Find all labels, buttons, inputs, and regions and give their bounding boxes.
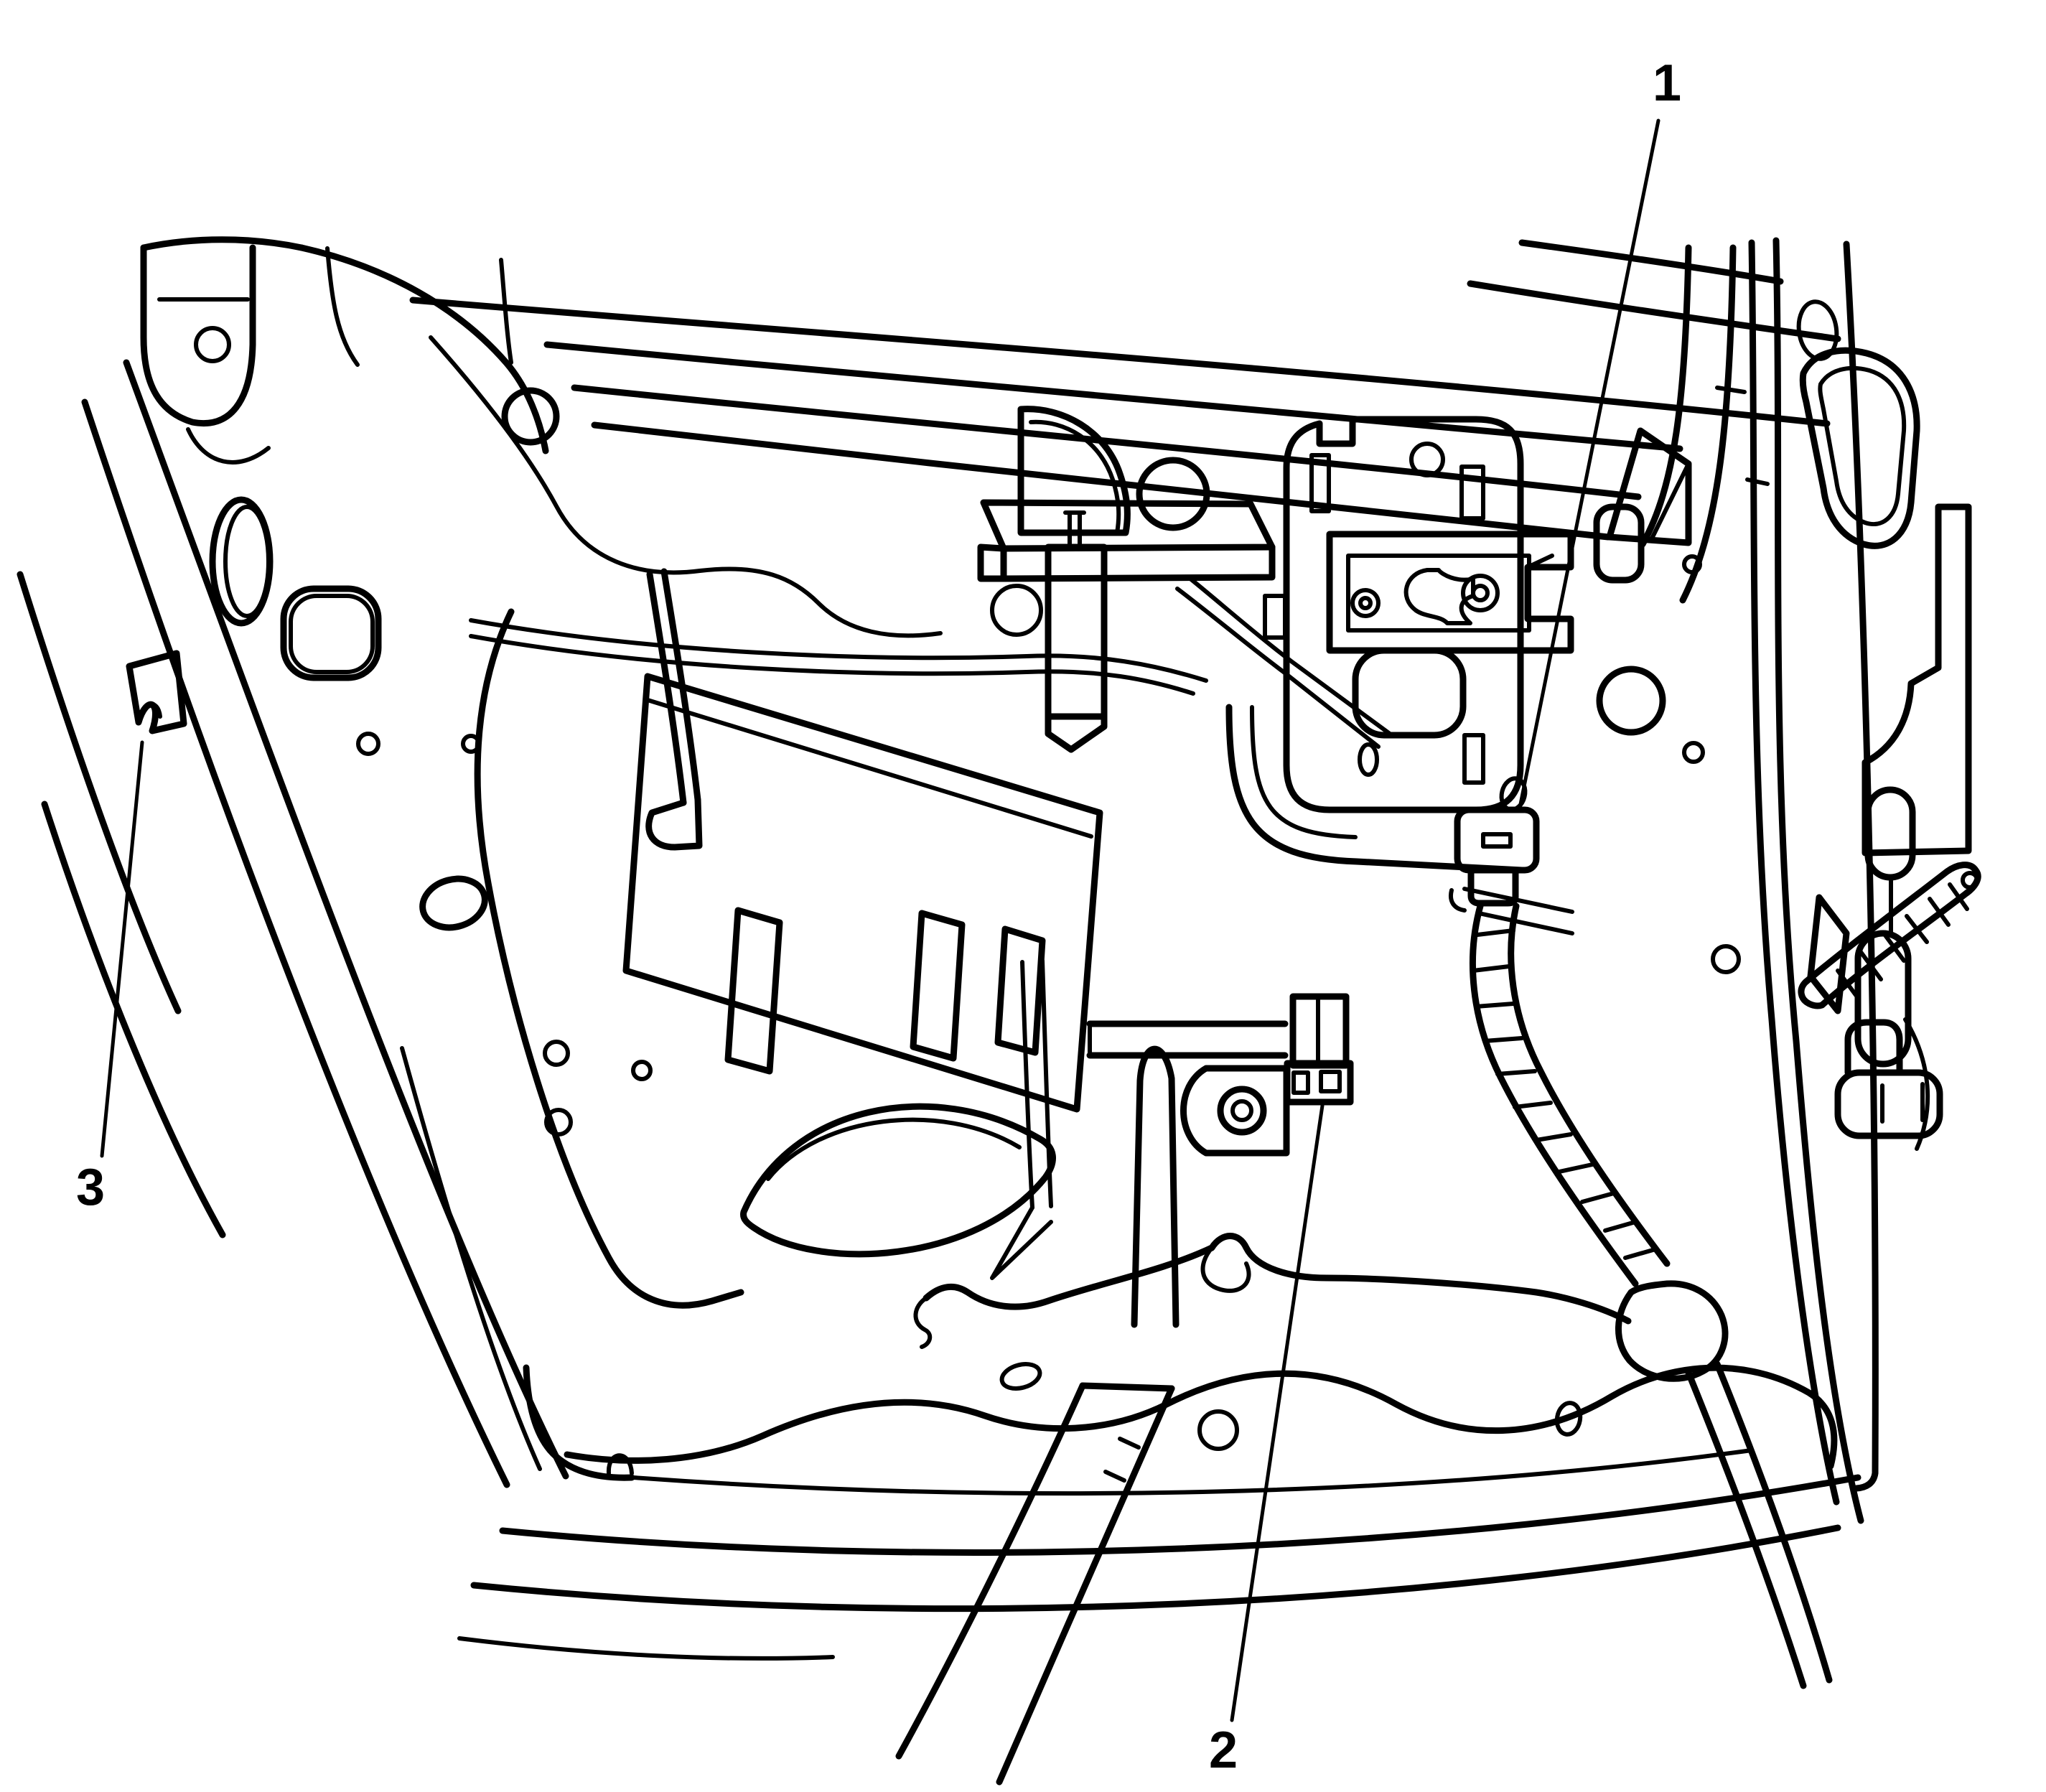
rear-striped-harness [1798, 862, 1981, 1014]
hinge-bolt-hole [194, 326, 231, 363]
connector-item-1 [1449, 776, 1729, 1382]
callout-1-leader [1517, 118, 1660, 813]
plate-slot-2 [910, 910, 966, 1062]
connector-1-housing [1454, 806, 1540, 874]
latch-striker-mechanism [1326, 531, 1574, 654]
lock-cable [1188, 577, 1395, 738]
callouts: 1 2 3 [76, 55, 1681, 1779]
striped-conduit [1470, 902, 1671, 1287]
retainer-clip-item-3 [126, 650, 187, 734]
callout-1-label: 1 [1653, 55, 1681, 112]
harness-flag [1807, 894, 1850, 1014]
connector-2-face [1284, 1060, 1354, 1106]
latch-fork [1403, 568, 1475, 625]
regulator-plate [622, 673, 1103, 1113]
connector-1-slot [1481, 832, 1513, 849]
hinge-pocket [140, 244, 360, 465]
regulator-rail-upper [645, 568, 703, 851]
bellcrank-fan [1017, 406, 1131, 536]
edge-slot-upper [1864, 786, 1916, 881]
speaker-opening [740, 1103, 1056, 1258]
edge-z-bracket [1862, 503, 1972, 857]
door-front-edge [17, 359, 569, 1488]
lock-rod-assembly [977, 406, 1395, 753]
bottom-flange [457, 1362, 1862, 1661]
plate-slot-3 [994, 925, 1046, 1056]
latch-mounting-plate [1283, 416, 1524, 813]
door-check-cup-outer [1799, 347, 1920, 549]
motor-support-bracket [1086, 1020, 1290, 1328]
plate-slot-1 [724, 907, 783, 1075]
rear-pillar-edge [1639, 237, 1879, 1524]
callout-2-label: 2 [1209, 1722, 1238, 1779]
harness-grommet [1615, 1280, 1729, 1382]
panel-holes [209, 387, 1705, 1137]
panel-hole-round [1136, 457, 1210, 531]
door-check-cup-inner [1818, 365, 1907, 526]
bracket-bolt [1217, 1086, 1267, 1136]
latch-side-tab [1263, 594, 1287, 640]
callout-2-leader [1230, 1103, 1325, 1722]
bottom-left-conduit [895, 1382, 1175, 1786]
door-latch-assembly [1225, 416, 1574, 935]
edge-l-bracket [1834, 1017, 1943, 1151]
lock-platform-box [977, 499, 1276, 582]
bottom-right-wires [1685, 1361, 1833, 1689]
wiring-runs [469, 618, 1833, 1786]
callout-3-leader [100, 740, 144, 1158]
callout-3-label: 3 [76, 1159, 105, 1216]
lower-cable [913, 1233, 1632, 1349]
lock-rod [1045, 510, 1108, 753]
connector-1-neck [1467, 867, 1519, 907]
connector-item-2 [1284, 993, 1354, 1106]
regulator-opening [429, 335, 1290, 1328]
rear-edge-hardware [1798, 347, 1981, 1151]
upper-cable [469, 618, 1208, 683]
